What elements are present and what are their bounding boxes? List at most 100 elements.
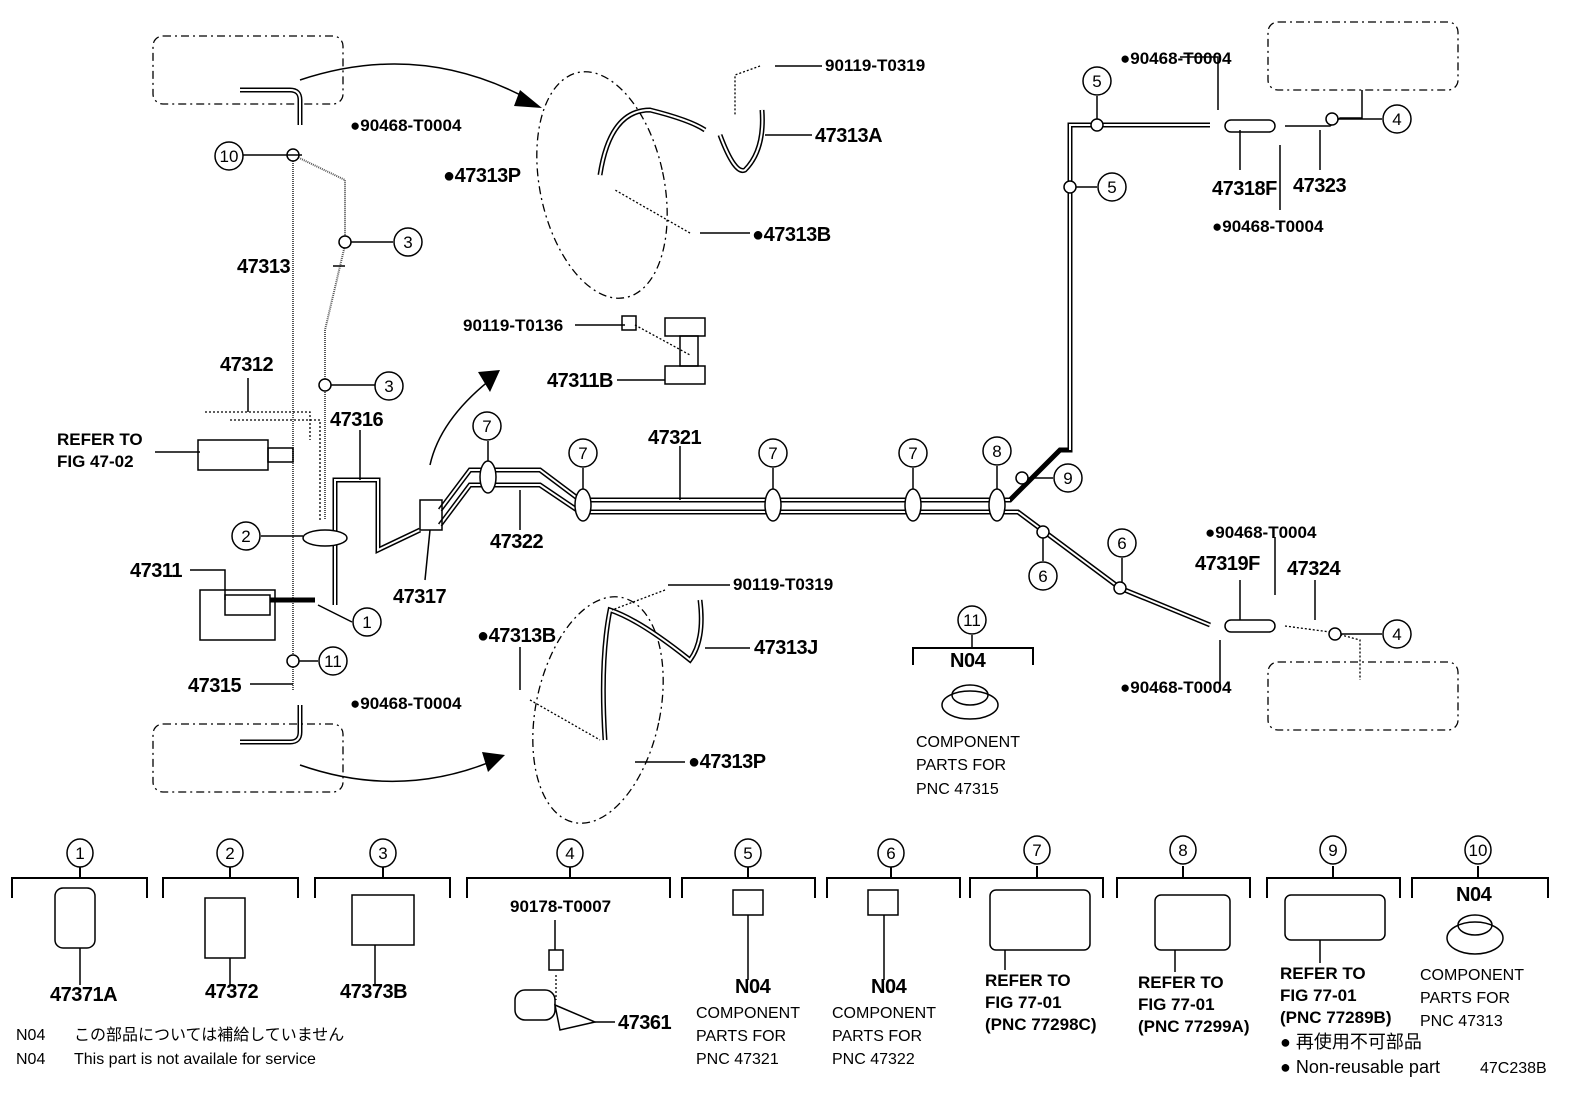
callout-2: 2 xyxy=(241,527,250,546)
part-label: 47319F xyxy=(1195,553,1260,575)
part-label: 47311 xyxy=(130,560,182,582)
legend-text: PNC 47322 xyxy=(832,1051,915,1068)
legend-part: 47373B xyxy=(340,981,407,1003)
callout-9: 9 xyxy=(1063,469,1072,488)
part-label: ●90468-T0004 xyxy=(350,116,462,135)
callout-11: 11 xyxy=(324,652,342,671)
callout-11: 11 xyxy=(963,611,981,630)
legend-number: 2 xyxy=(225,844,234,863)
legend-number: 10 xyxy=(1469,841,1488,860)
legend-number: 8 xyxy=(1178,841,1187,860)
legend-text: FIG 77-01 xyxy=(1280,986,1357,1005)
legend-text: (PNC 77299A) xyxy=(1138,1017,1250,1036)
legend-text: PNC 47313 xyxy=(1420,1013,1503,1030)
legend-part: 47361 xyxy=(618,1012,671,1034)
legend-number: 7 xyxy=(1032,841,1041,860)
callout-6: 6 xyxy=(1117,534,1126,553)
n04-label: N04 xyxy=(950,650,987,672)
callout-10: 10 xyxy=(220,147,239,166)
callout-6: 6 xyxy=(1038,567,1047,586)
part-label: ●47313B xyxy=(752,224,831,246)
brake-line-47313 xyxy=(292,154,346,520)
legend-text: REFER TO xyxy=(985,971,1071,990)
part-label: 47312 xyxy=(220,354,273,376)
callout-3: 3 xyxy=(384,377,393,396)
callout-5: 5 xyxy=(1107,178,1116,197)
legend-part: 47372 xyxy=(205,981,258,1003)
callout-1: 1 xyxy=(362,613,371,632)
part-label: 47322 xyxy=(490,531,543,553)
legend-number: 1 xyxy=(75,844,84,863)
part-label: ●90468-T0004 xyxy=(1205,523,1317,542)
callout-4: 4 xyxy=(1392,625,1401,644)
part-label: 47313A xyxy=(815,125,882,147)
part-label: 90119-T0319 xyxy=(825,56,925,75)
front-right-wheel-box xyxy=(1267,21,1459,91)
refer-label: REFER TO xyxy=(57,430,143,449)
legend-part: 47371A xyxy=(50,984,117,1006)
callout-7: 7 xyxy=(768,444,777,463)
legend-text: (PNC 77289B) xyxy=(1280,1008,1392,1027)
legend-text: (PNC 77298C) xyxy=(985,1015,1097,1034)
part-label: 47313J xyxy=(754,637,818,659)
part-label: ●90468-T0004 xyxy=(1120,678,1232,697)
rear-left-wheel-box xyxy=(152,723,344,793)
figure-code: 47C238B xyxy=(1480,1060,1547,1077)
note-japanese: この部品については補給していません xyxy=(74,1026,344,1044)
part-label: 90119-T0136 xyxy=(463,316,563,335)
part-label: 47318F xyxy=(1212,178,1277,200)
rear-hose-detail-circle xyxy=(532,596,664,824)
part-label: ●47313P xyxy=(688,751,766,773)
part-label: 47324 xyxy=(1287,558,1341,580)
callout-4: 4 xyxy=(1392,110,1401,129)
callout-8: 8 xyxy=(992,442,1001,461)
legend-text: FIG 77-01 xyxy=(985,993,1062,1012)
callout-3: 3 xyxy=(403,233,412,252)
arrow-icon xyxy=(299,63,542,783)
legend-text: PARTS FOR xyxy=(832,1028,922,1045)
rear-right-wheel-box xyxy=(1267,661,1459,731)
part-label: 47321 xyxy=(648,427,701,449)
part-label: ●90468-T0004 xyxy=(350,694,462,713)
master-cylinder xyxy=(197,411,321,520)
legend-text: PNC 47321 xyxy=(696,1051,779,1068)
front-left-wheel-box xyxy=(152,35,344,105)
part-label: 47317 xyxy=(393,586,446,608)
legend-text: REFER TO xyxy=(1138,973,1224,992)
callout-7: 7 xyxy=(482,417,491,436)
hose-47318F xyxy=(1224,119,1276,133)
legend-part: N04 xyxy=(735,976,772,998)
callout-7: 7 xyxy=(908,444,917,463)
legend-text: COMPONENT xyxy=(1420,967,1524,984)
bracket-47311B xyxy=(621,315,706,385)
legend-part: 90178-T0007 xyxy=(510,897,611,916)
clip-icon xyxy=(54,887,1504,1031)
legend-text: REFER TO xyxy=(1280,964,1366,983)
part-label: ●47313B xyxy=(477,625,556,647)
front-hose-detail-circle xyxy=(536,71,668,299)
legend-number: 9 xyxy=(1328,841,1337,860)
legend-number: 6 xyxy=(886,844,895,863)
component-text: COMPONENT xyxy=(916,734,1020,751)
grommet-icon xyxy=(941,684,999,720)
part-label: 47311B xyxy=(547,370,613,392)
refer-label: FIG 47-02 xyxy=(57,452,134,471)
part-label: ●90468-T0004 xyxy=(1120,49,1232,68)
component-text: PNC 47315 xyxy=(916,781,999,798)
legend-part: N04 xyxy=(871,976,908,998)
legend-text: FIG 77-01 xyxy=(1138,995,1215,1014)
part-label: 47315 xyxy=(188,675,241,697)
legend-text: COMPONENT xyxy=(832,1005,936,1022)
part-label: 90119-T0319 xyxy=(733,575,833,594)
part-label: ●90468-T0004 xyxy=(1212,217,1324,236)
legend-text: PARTS FOR xyxy=(1420,990,1510,1007)
legend-text: PARTS FOR xyxy=(696,1028,786,1045)
joint-47317 xyxy=(419,499,443,531)
legend-number: 3 xyxy=(378,844,387,863)
callout-5: 5 xyxy=(1092,72,1101,91)
hose-47319F xyxy=(1224,619,1276,633)
note-english: This part is not availale for service xyxy=(74,1051,316,1068)
part-label: 47323 xyxy=(1293,175,1346,197)
legend-number: 4 xyxy=(565,844,574,863)
